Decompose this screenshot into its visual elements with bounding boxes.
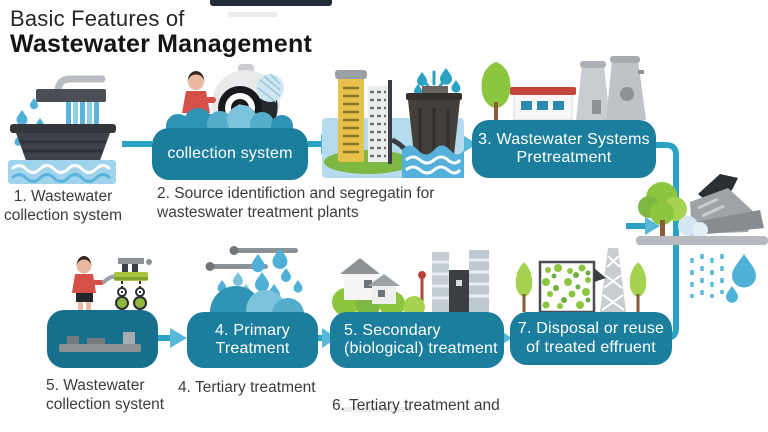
caption-step6: 6. Tertiary treatment and disinifetation <box>332 378 532 432</box>
caption-step2: 2. Source identifiction and segregatin f… <box>157 185 435 221</box>
wastewater-basin-icon <box>8 75 116 184</box>
node-secondary-treatment: 5. Secondary (biological) treatment <box>330 312 504 368</box>
node-disposal-reuse: 7. Disposal or reuse of treated effruent <box>510 312 672 365</box>
smudge-bottom <box>340 407 412 412</box>
houses-chimneys-icon <box>332 250 489 318</box>
node-collection-system: collection system <box>152 128 308 180</box>
top-crop-bar <box>210 0 332 6</box>
excavator-disposal-icon <box>636 174 768 303</box>
caption-step6-line1: 6. Tertiary treatment and <box>332 396 500 414</box>
caption-step1: 1. Wastewater collection system <box>3 188 122 224</box>
treatment-plant-tank-icon <box>322 68 464 178</box>
node-primary-treatment: 4. Primary Treatment <box>187 312 318 368</box>
town-cooling-towers-icon <box>481 56 646 121</box>
filter-panel-tower-icon <box>515 248 647 314</box>
operator-pump-icon <box>166 64 293 138</box>
platform-machinery-icon <box>59 332 141 352</box>
sampling-operator-icon <box>72 256 152 314</box>
node-pretreatment: 3. Wastewater Systems Pretreatment <box>472 120 656 178</box>
smudge-top <box>228 12 278 17</box>
title-line1: Basic Features of <box>10 6 185 31</box>
caption-step5: 5. Wastewater collection systent <box>46 377 165 413</box>
title-line2: Wastewater Management <box>10 30 312 58</box>
sprinkler-cloud-icon <box>205 246 304 338</box>
caption-step4: 4. Tertiary treatment <box>178 379 316 396</box>
